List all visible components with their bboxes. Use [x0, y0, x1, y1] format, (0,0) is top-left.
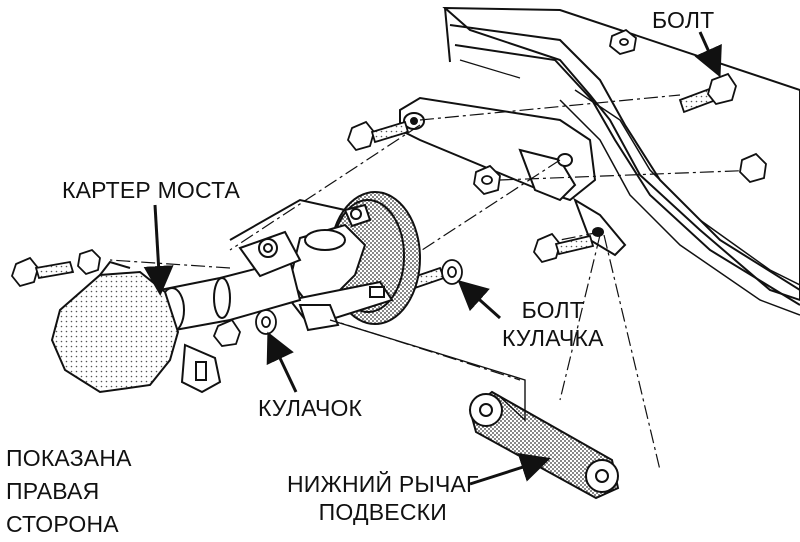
nut-top: [609, 28, 637, 55]
label-side-note-line1: ПОКАЗАНА: [6, 445, 132, 471]
nut-right: [739, 152, 767, 184]
arrow-lower-arm: [469, 453, 551, 486]
label-side-note-line3: СТОРОНА: [6, 511, 119, 537]
label-cam: КУЛАЧОК: [258, 394, 362, 422]
label-side-note: ПОКАЗАНА ПРАВАЯ СТОРОНА: [6, 442, 132, 541]
arrow-bolt-top: [694, 31, 722, 78]
lower-control-arm: [468, 390, 620, 500]
label-bolt-top: БОЛТ: [652, 6, 714, 34]
upper-control-arm: [399, 96, 627, 257]
bolt-top: [678, 72, 737, 114]
label-axle-housing: КАРТЕР МОСТА: [62, 176, 240, 204]
label-side-note-line2: ПРАВАЯ: [6, 478, 100, 504]
label-lower-arm-line2: ПОДВЕСКИ: [318, 499, 447, 525]
label-lower-arm: НИЖНИЙ РЫЧАГ ПОДВЕСКИ: [287, 470, 479, 526]
arrow-axle-housing: [143, 204, 174, 296]
label-cam-bolt-line1: БОЛТ: [521, 297, 585, 323]
label-cam-bolt-line2: КУЛАЧКА: [502, 325, 604, 351]
label-bolt-top-text: БОЛТ: [652, 7, 715, 33]
label-cam-text: КУЛАЧОК: [258, 395, 363, 421]
bolt-upper-left: [346, 120, 410, 152]
arrow-cam-bolt: [457, 279, 502, 320]
label-lower-arm-line1: НИЖНИЙ РЫЧАГ: [287, 471, 479, 497]
nut-mid: [473, 164, 501, 196]
arrow-cam: [266, 331, 298, 393]
axle-knuckle: [288, 203, 394, 332]
fasteners: [10, 28, 767, 347]
label-axle-housing-text: КАРТЕР МОСТА: [62, 177, 241, 203]
label-cam-bolt: БОЛТ КУЛАЧКА: [502, 296, 604, 352]
bolt-left: [10, 248, 101, 288]
axle-housing-boot: [50, 260, 222, 394]
bolt-mid-lower: [532, 232, 595, 264]
lower-arm-mount-outline: [329, 319, 526, 422]
callout-arrows: [143, 31, 722, 486]
